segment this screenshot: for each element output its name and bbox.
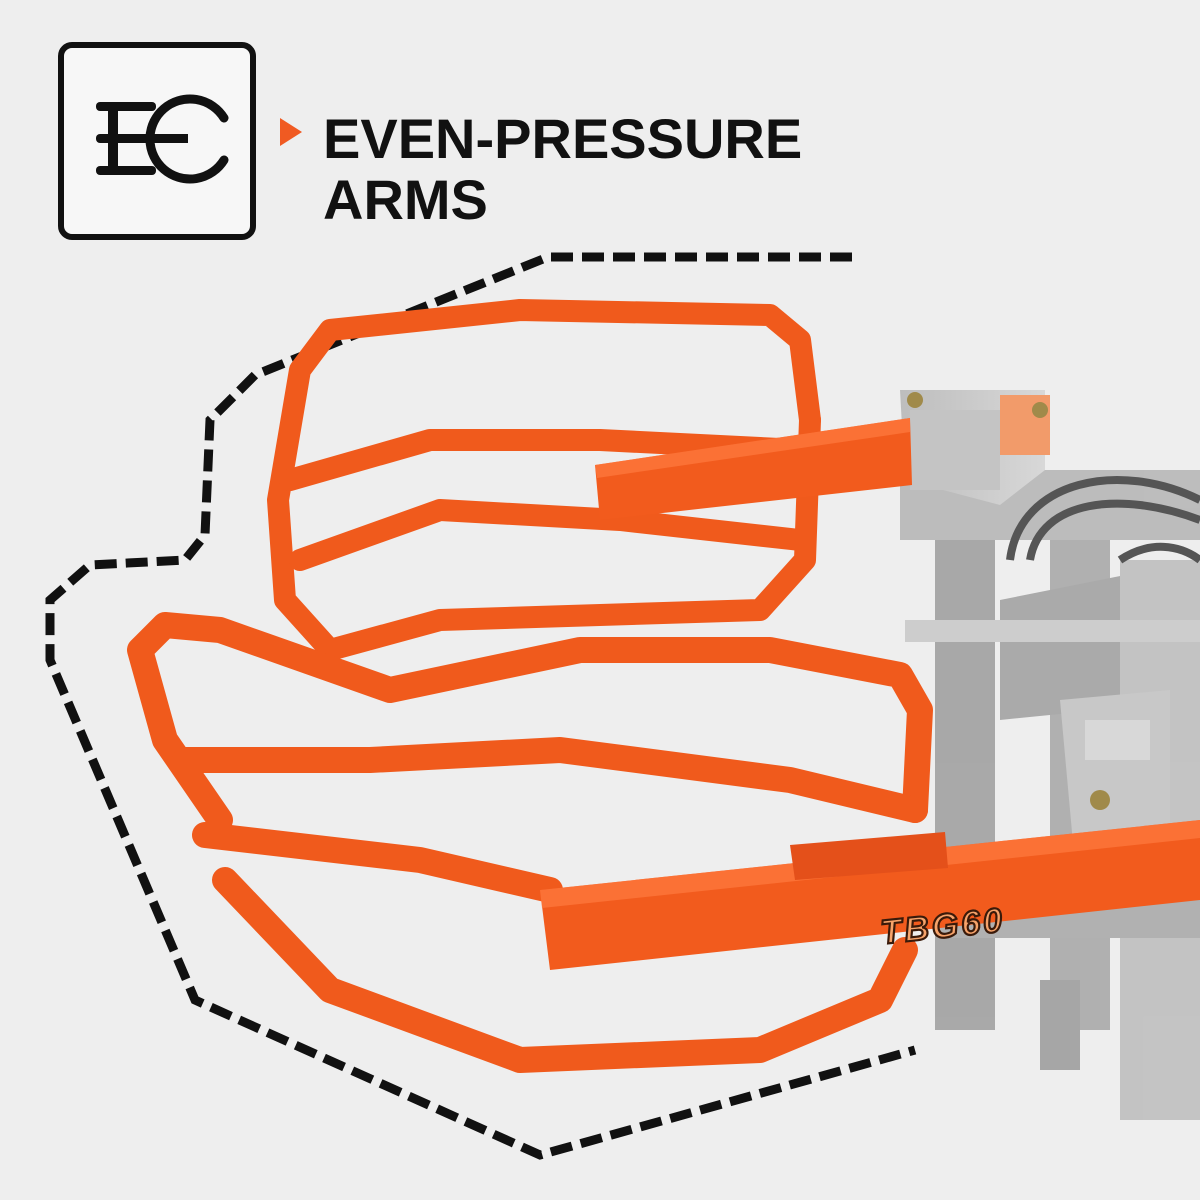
front-arm-beam: [540, 820, 1200, 970]
feature-title-line-2: ARMS: [323, 168, 488, 231]
feature-title: EVEN-PRESSURE ARMS: [323, 108, 802, 230]
rear-arm-beam: [595, 418, 912, 520]
feature-icon-box: [58, 42, 256, 240]
pressure-arms-icon: [96, 94, 229, 184]
bullet-arrow-icon: [280, 118, 302, 146]
hydraulic-hoses: [1006, 476, 1200, 564]
rear-clamp-arm: [267, 299, 821, 661]
lower-bracket: [1060, 690, 1170, 865]
upper-bracket: [900, 390, 1050, 505]
front-clamp-arm: [127, 612, 933, 1073]
bale-outline-dashed: [45, 252, 917, 1160]
feature-title-line-1: EVEN-PRESSURE: [323, 107, 803, 170]
